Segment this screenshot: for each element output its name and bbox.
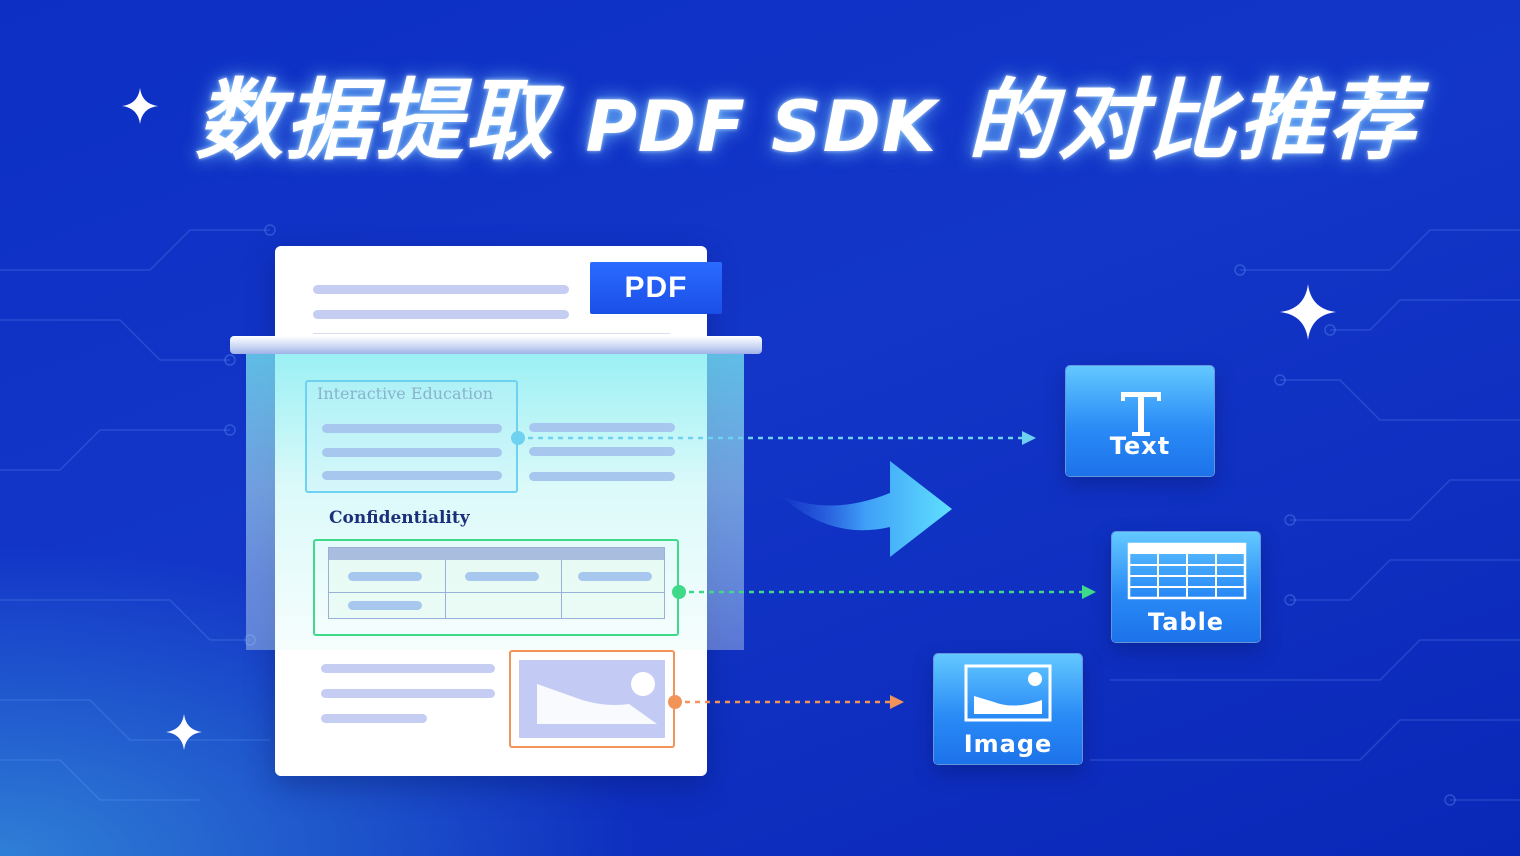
table-cell-line [348, 572, 422, 581]
section-title-education: Interactive Education [317, 384, 494, 403]
text-line [529, 423, 675, 432]
curved-arrow-icon [780, 461, 952, 557]
connector-dot-text [511, 431, 525, 445]
sparkle-icon [122, 88, 158, 124]
title-part-2: PDF SDK [585, 86, 937, 168]
table-row-divider [329, 592, 664, 593]
table-col-divider [445, 560, 446, 618]
output-label-image: Image [963, 730, 1053, 758]
text-line [529, 472, 675, 481]
text-line [313, 285, 569, 294]
output-card-text[interactable]: Text [1066, 366, 1214, 476]
text-line [322, 471, 502, 480]
text-line [321, 689, 495, 698]
image-region-box [509, 650, 675, 748]
divider [313, 333, 670, 334]
table-grid-icon [1127, 542, 1247, 600]
text-line [321, 714, 427, 723]
output-label-table: Table [1147, 608, 1225, 636]
title-part-1: 数据提取 [195, 69, 556, 172]
page-title: 数据提取 PDF SDK 的对比推荐 [195, 66, 1416, 176]
scanner-bar [230, 336, 762, 354]
table-col-divider [561, 560, 562, 618]
table-cell-line [348, 601, 422, 610]
connector-dot-table [672, 585, 686, 599]
output-card-table[interactable]: Table [1112, 532, 1260, 642]
output-card-image[interactable]: Image [934, 654, 1082, 764]
table-cell-line [465, 572, 539, 581]
section-title-confidentiality: Confidentiality [329, 508, 470, 528]
sparkle-icon [1280, 284, 1336, 340]
text-type-icon [1121, 392, 1161, 436]
text-line [321, 664, 495, 673]
sparkle-icon [166, 714, 202, 750]
table-header-row [329, 548, 664, 560]
text-line [313, 310, 569, 319]
text-line [529, 447, 675, 456]
table-cell-line [578, 572, 652, 581]
image-landscape-icon [519, 660, 665, 738]
pdf-badge: PDF [590, 262, 722, 314]
output-label-text: Text [1109, 432, 1171, 460]
connector-dot-image [668, 695, 682, 709]
title-part-3: 的对比推荐 [967, 69, 1418, 172]
text-line [322, 424, 502, 433]
image-landscape-icon [964, 664, 1052, 722]
text-line [322, 448, 502, 457]
